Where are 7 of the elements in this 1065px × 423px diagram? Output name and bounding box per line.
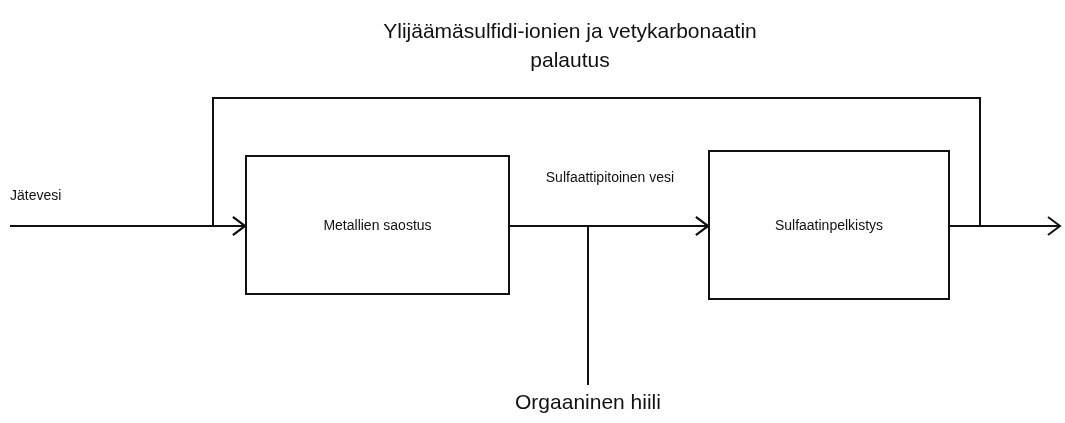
input-label: Orgaaninen hiili: [515, 390, 661, 414]
process-box: [708, 150, 950, 300]
process-label: Metallien saostus: [323, 217, 432, 233]
process-box: [245, 155, 510, 295]
arrow: [212, 97, 981, 236]
process-label: Sulfaatinpelkistys: [774, 217, 884, 233]
arrow: [587, 216, 709, 386]
